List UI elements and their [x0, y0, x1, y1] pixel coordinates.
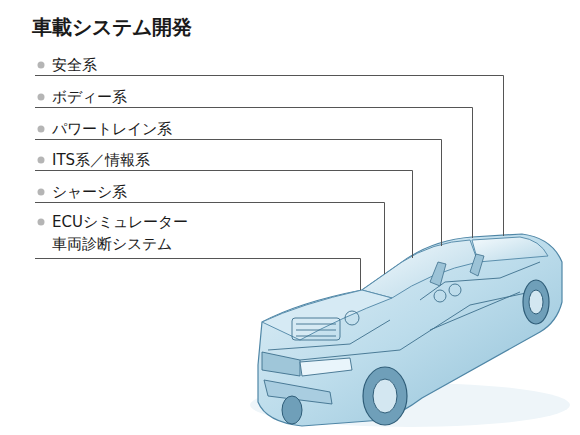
- car: [250, 234, 570, 427]
- system-label: 安全系: [52, 54, 97, 76]
- system-label: シャーシ系: [52, 181, 127, 203]
- system-label: パワートレイン系: [52, 118, 172, 140]
- system-label: ボディー系: [52, 86, 127, 108]
- bullets: [38, 62, 45, 226]
- system-label: ITS系／情報系: [52, 149, 150, 171]
- leader-lines: [35, 76, 504, 291]
- system-label: ECUシミュレーター 車両診断システム: [52, 211, 212, 255]
- diagram-title: 車載システム開発: [32, 14, 192, 41]
